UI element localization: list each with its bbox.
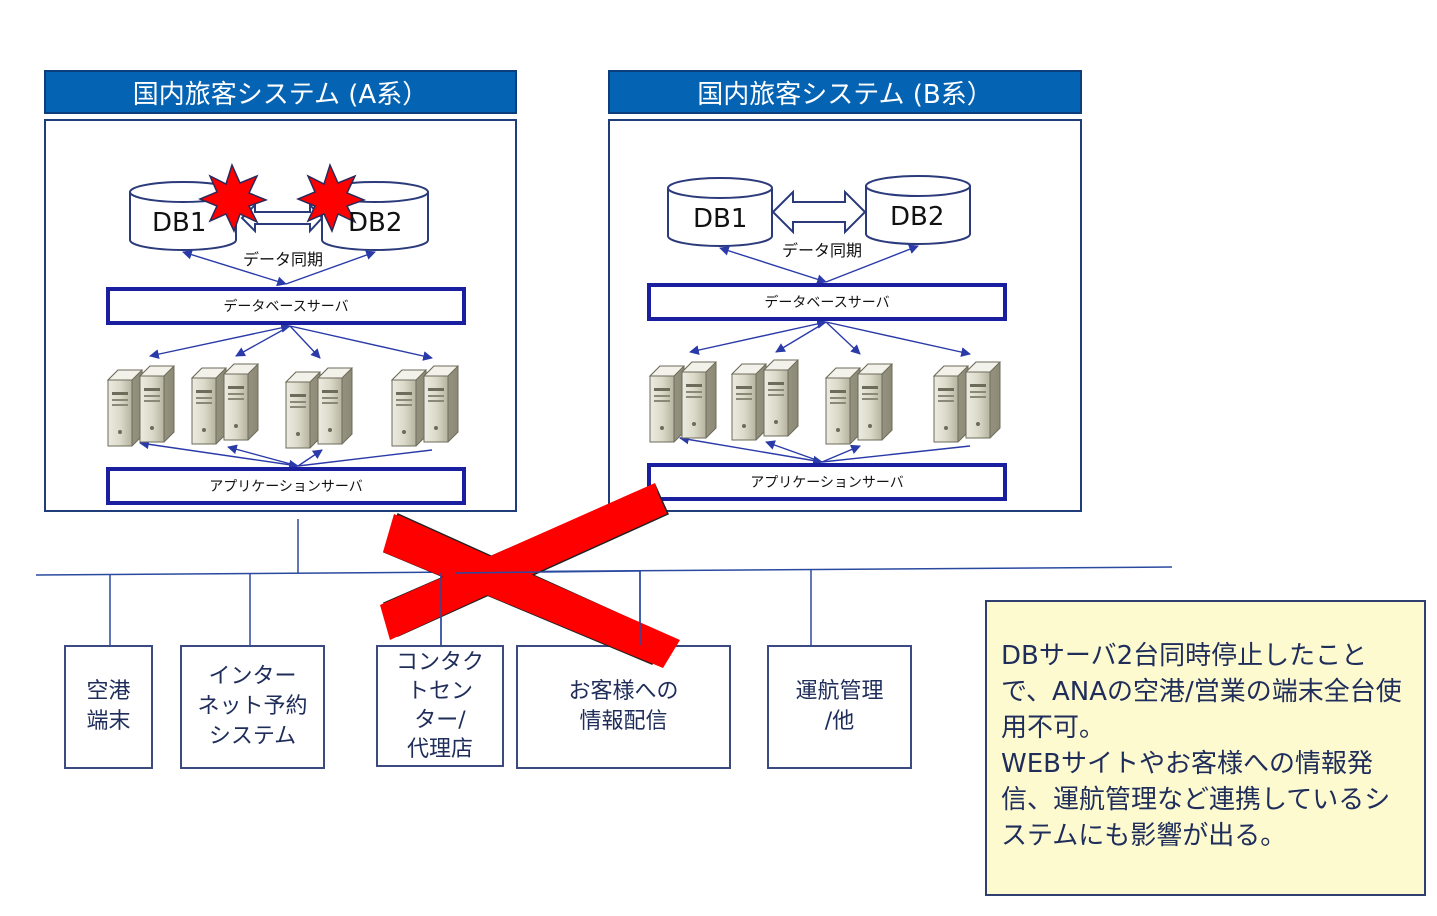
- terminal-internet-booking: インター ネット予約 システム: [180, 645, 325, 769]
- terminal-airport: 空港 端末: [64, 645, 153, 769]
- db-server-b: データベースサーバ: [647, 283, 1007, 321]
- sync-label-b: データ同期: [782, 241, 863, 260]
- db2-label-a: DB2: [348, 208, 403, 238]
- db-server-a: データベースサーバ: [106, 287, 466, 325]
- terminal-contact-center: コンタク トセン ター/ 代理店: [376, 645, 504, 767]
- app-server-b: アプリケーションサーバ: [647, 463, 1007, 501]
- db1-cylinder-b: [667, 177, 773, 247]
- failure-burst-icon: [198, 162, 269, 233]
- impact-note: DBサーバ2台同時停止したことで、ANAの空港/営業の端末全台使用不可。 WEB…: [985, 600, 1426, 896]
- sync-arrow-a: [240, 202, 324, 234]
- db1-label-a: DB1: [152, 208, 207, 238]
- system-b-box: [608, 119, 1082, 512]
- system-b-title: 国内旅客システム (B系）: [608, 70, 1082, 114]
- system-a-graphics: [108, 162, 458, 470]
- db2-cylinder-b: [865, 175, 971, 245]
- system-a-box: [44, 119, 517, 512]
- system-a-title: 国内旅客システム (A系）: [44, 70, 517, 114]
- db2-label-b: DB2: [890, 202, 945, 232]
- db1-label-b: DB1: [693, 204, 748, 234]
- system-b-graphics: [650, 175, 1000, 466]
- app-server-a: アプリケーションサーバ: [106, 467, 466, 505]
- failure-burst-icon: [296, 162, 367, 233]
- sync-label-a: データ同期: [243, 250, 324, 269]
- sync-arrow-b: [771, 189, 867, 235]
- terminal-customer-info: お客様への 情報配信: [516, 645, 731, 769]
- terminal-flight-ops: 運航管理 /他: [767, 645, 912, 769]
